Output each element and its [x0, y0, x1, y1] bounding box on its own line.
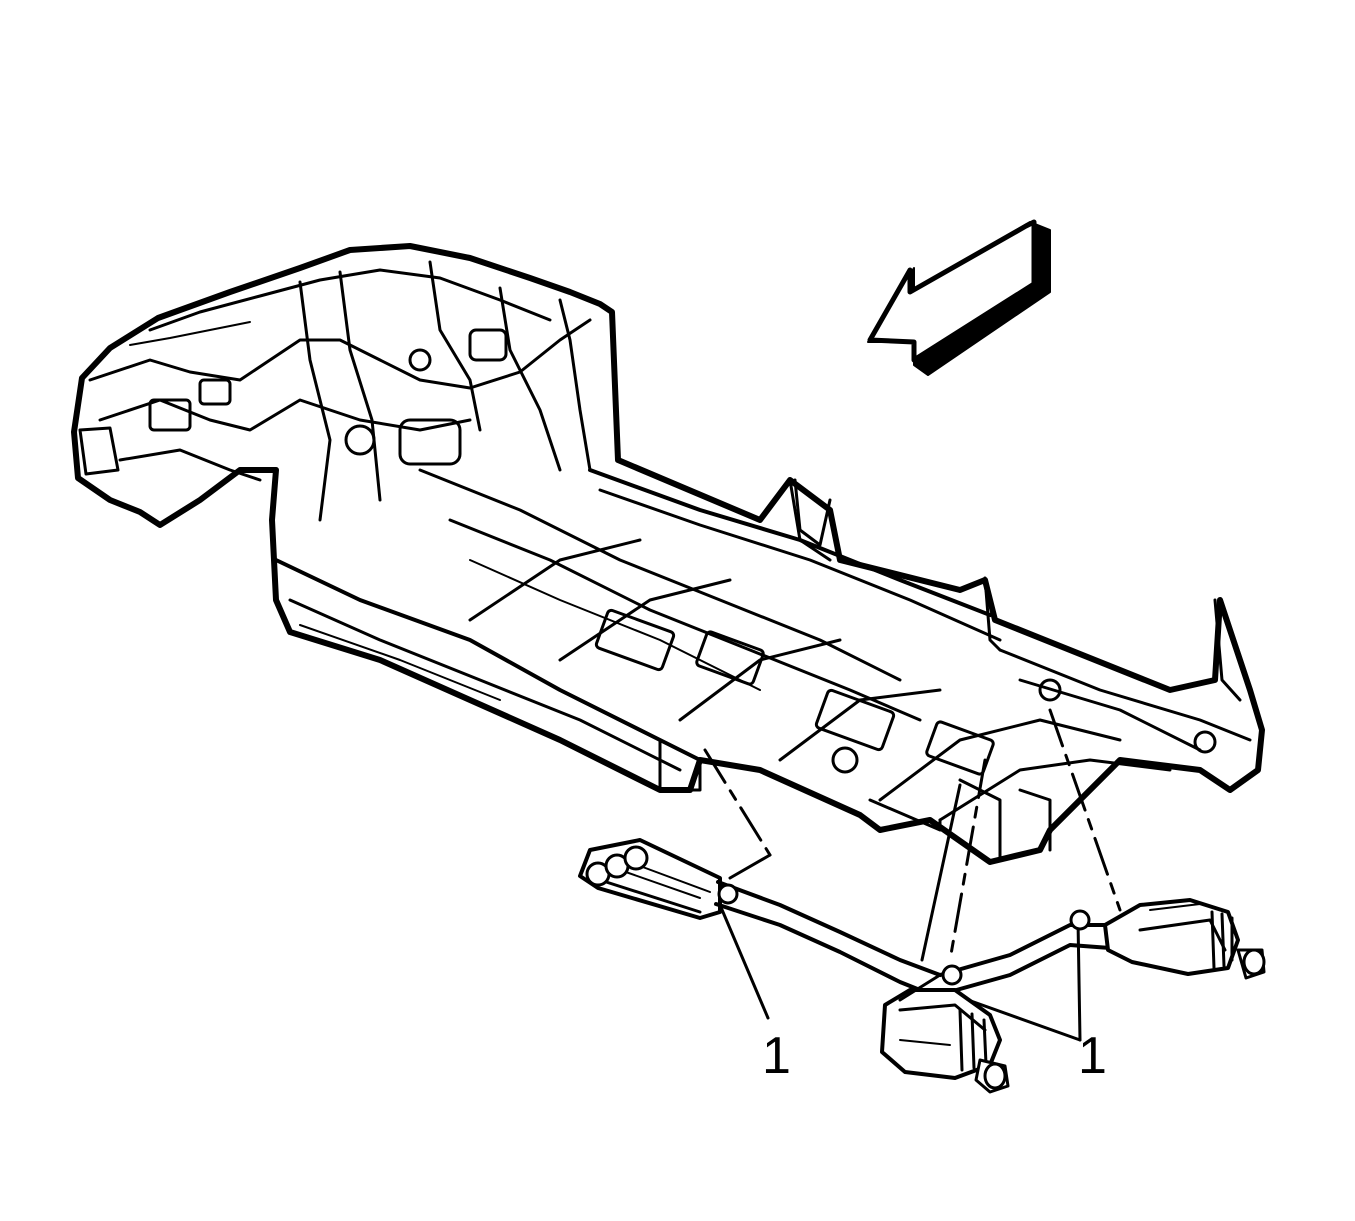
leader-lines	[703, 708, 1122, 1042]
direction-arrow	[867, 219, 1051, 376]
exhaust-system	[578, 838, 1266, 1094]
vehicle-underbody	[71, 243, 1265, 865]
callout-1-left: 1	[762, 1027, 791, 1085]
callout-1-right: 1	[1078, 1027, 1107, 1085]
